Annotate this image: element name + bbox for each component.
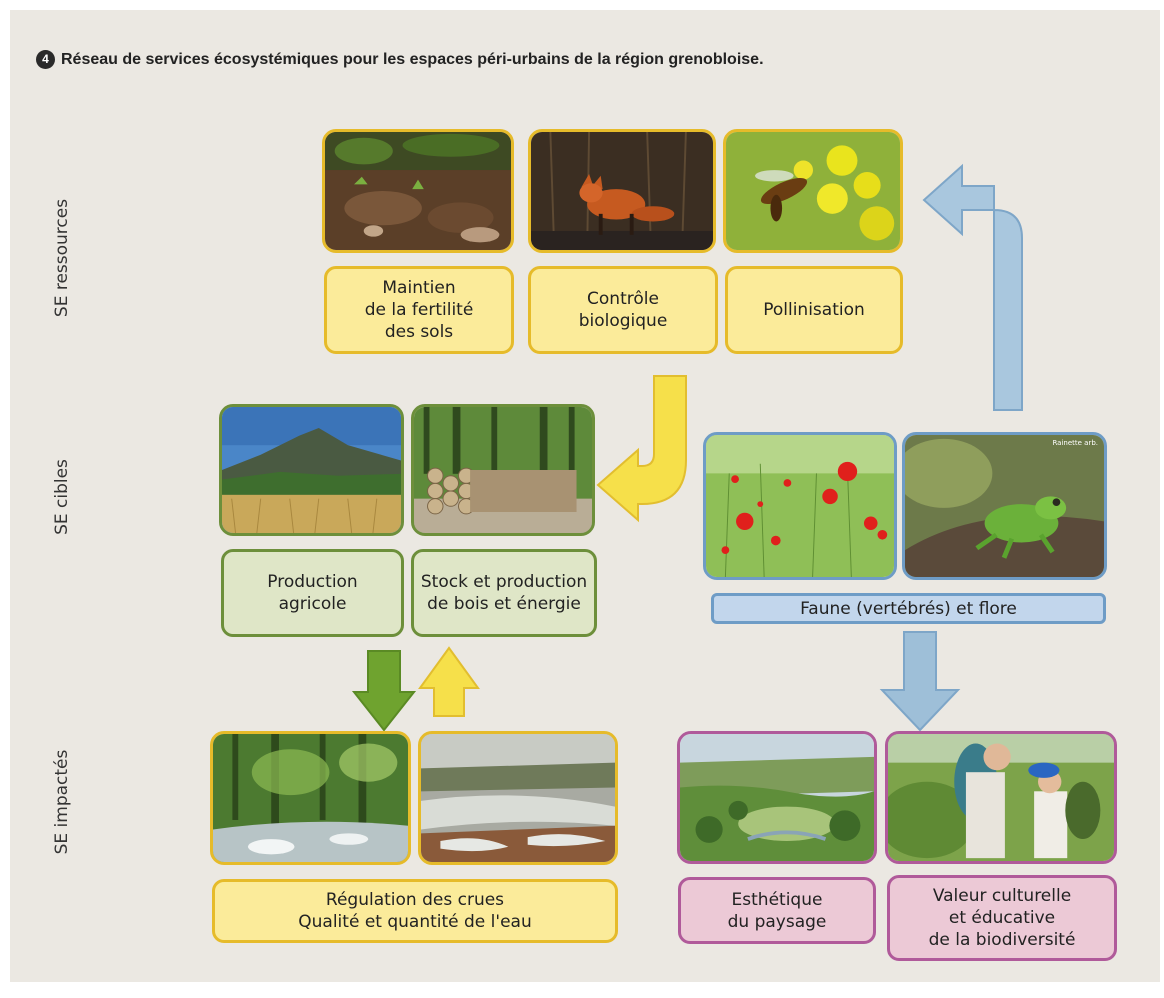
box-production-agricole: Production agricole <box>221 549 404 637</box>
wheat-field-mountain-photo <box>219 404 404 536</box>
valley-landscape-photo <box>677 731 877 864</box>
fox-photo <box>528 129 716 253</box>
tree-frog-photo: Rainette arb. <box>902 432 1107 580</box>
box-pollinisation: Pollinisation <box>725 266 903 354</box>
forest-stream-photo <box>210 731 411 865</box>
arrow-controle-to-bois <box>596 375 687 523</box>
children-exploring-photo <box>885 731 1117 864</box>
box-faune-flore: Faune (vertébrés) et flore <box>711 593 1106 624</box>
bee-on-flower-photo <box>723 129 903 253</box>
box-fertilite-sols: Maintien de la fertilité des sols <box>324 266 514 354</box>
arrow-faune-to-impactes <box>879 631 961 732</box>
caption-text: Réseau de services écosystémiques pour l… <box>61 51 764 68</box>
arrow-regulation-to-stock <box>418 646 480 717</box>
box-valeur-culturelle: Valeur culturelle et éducative de la bio… <box>887 875 1117 961</box>
photo-credit: Rainette arb. <box>1052 439 1098 447</box>
figure-caption: 4 Réseau de services écosystémiques pour … <box>36 50 1136 69</box>
box-controle-biologique: Contrôle biologique <box>528 266 718 354</box>
poppies-photo <box>703 432 897 580</box>
flooded-river-photo <box>418 731 618 865</box>
arrow-faune-to-pollinisation <box>922 163 1023 411</box>
arrow-production-to-regulation <box>351 650 417 732</box>
log-pile-photo <box>411 404 595 536</box>
soil-photo <box>322 129 514 253</box>
box-regulation-eau: Régulation des crues Qualité et quantité… <box>212 879 618 943</box>
box-esthetique-paysage: Esthétique du paysage <box>678 877 876 944</box>
caption-number: 4 <box>36 50 55 69</box>
box-stock-bois-energie: Stock et production de bois et énergie <box>411 549 597 637</box>
